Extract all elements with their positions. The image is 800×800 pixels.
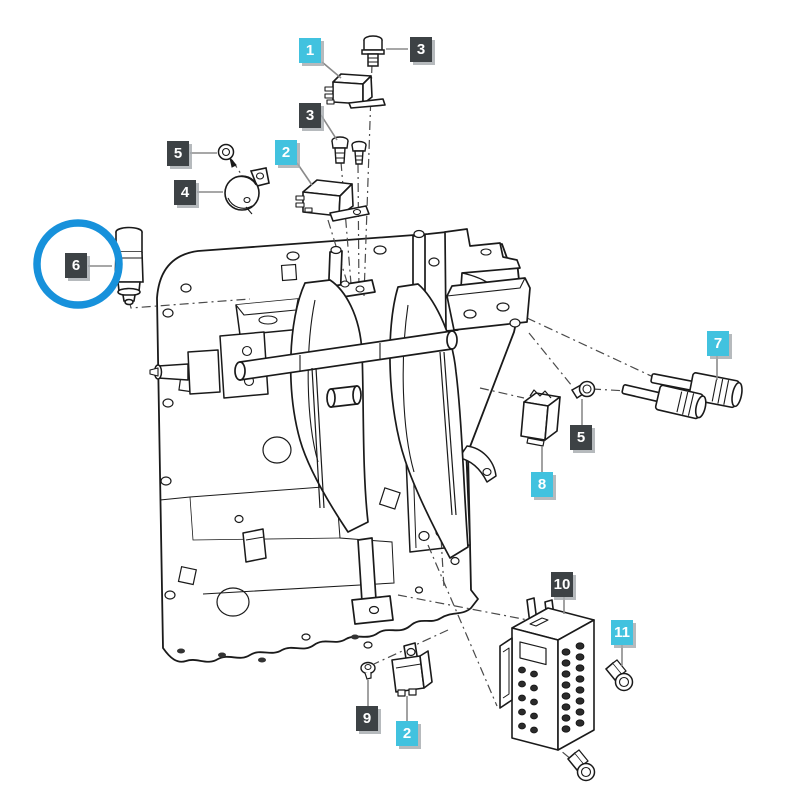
- screw-icon: [570, 380, 596, 400]
- callout-3-mid[interactable]: 3: [299, 103, 321, 128]
- callout-5-left[interactable]: 5: [167, 141, 189, 166]
- screw-icon: [217, 143, 237, 168]
- relay-icon: [295, 179, 370, 222]
- panel-holes: [159, 245, 460, 663]
- callout-11[interactable]: 11: [611, 620, 633, 645]
- connector-plugs-icon: [621, 372, 743, 420]
- bolt-icon: [566, 749, 596, 782]
- fuse-box-icon: [499, 597, 595, 751]
- bolt-icon: [361, 35, 385, 67]
- highlight-circle: [33, 219, 123, 309]
- leader-lines: [88, 48, 718, 721]
- callout-8[interactable]: 8: [531, 472, 553, 497]
- pedal-assembly: [234, 228, 531, 625]
- nut-icon: [360, 661, 376, 680]
- callout-2-bottom[interactable]: 2: [396, 721, 418, 746]
- bolt-icon: [604, 659, 634, 692]
- callout-4[interactable]: 4: [174, 180, 196, 205]
- callout-2-top[interactable]: 2: [275, 140, 297, 165]
- callout-1[interactable]: 1: [299, 38, 321, 63]
- callout-7[interactable]: 7: [707, 331, 729, 356]
- callout-6[interactable]: 6: [65, 253, 87, 278]
- horn-icon: [224, 167, 270, 215]
- bolt-pair-icon: [331, 136, 367, 165]
- callout-10[interactable]: 10: [551, 572, 573, 597]
- callout-3-top[interactable]: 3: [410, 37, 432, 62]
- relay-icon: [391, 642, 433, 697]
- relay-icon: [324, 73, 386, 109]
- flasher-unit-icon: [520, 389, 561, 447]
- callout-9[interactable]: 9: [356, 706, 378, 731]
- callout-5-right[interactable]: 5: [570, 425, 592, 450]
